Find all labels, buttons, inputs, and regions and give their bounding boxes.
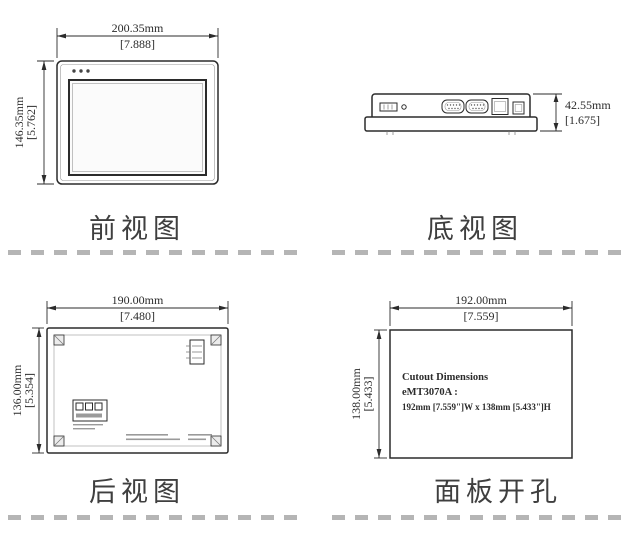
- dim-arrow: [376, 330, 382, 339]
- front-view-drawing: 200.35mm [7.888] 146.35mm [5.762]: [12, 21, 219, 185]
- cutout-width-dimension: 192.00mm [7.559]: [389, 293, 573, 326]
- cutout-view-label: 面板开孔: [434, 477, 562, 507]
- front-width-dimension: 200.35mm [7.888]: [56, 21, 219, 58]
- rear-height-mm: 136.00mm: [10, 364, 24, 416]
- dim-arrow: [209, 33, 218, 39]
- terminal-block: [186, 339, 205, 365]
- usb-port: [512, 101, 525, 115]
- rear-cover: [46, 327, 229, 454]
- rear-width-dimension: 190.00mm [7.480]: [46, 293, 229, 324]
- dim-arrow: [57, 33, 66, 39]
- section-divider: [8, 515, 306, 520]
- dim-arrow: [553, 94, 559, 102]
- serial-port-2: [465, 99, 489, 114]
- dim-arrow: [36, 328, 42, 337]
- rear-width-in: [7.480]: [120, 309, 155, 323]
- rear-width-mm: 190.00mm: [112, 293, 164, 307]
- dim-arrow: [41, 61, 47, 70]
- dim-arrow: [553, 123, 559, 131]
- rear-view-drawing: 190.00mm [7.480] 136.00mm [5.354]: [10, 293, 229, 454]
- power-terminal: [72, 399, 108, 430]
- status-led: [72, 69, 76, 73]
- cutout-note-line1: Cutout Dimensions: [402, 372, 488, 383]
- serial-port-1: [441, 99, 465, 114]
- dim-arrow: [41, 175, 47, 184]
- cutout-note-line2: eMT3070A :: [402, 387, 458, 398]
- rear-device: [46, 327, 229, 454]
- section-divider: [332, 250, 624, 255]
- cutout-view-drawing: 192.00mm [7.559] 138.00mm [5.433] Cutout…: [349, 293, 573, 459]
- bottom-view-label: 底视图: [427, 214, 523, 244]
- bottom-device: [364, 93, 538, 135]
- bottom-depth-mm: 42.55mm: [565, 98, 611, 112]
- status-led: [79, 69, 83, 73]
- dim-arrow: [390, 305, 399, 311]
- cutout-width-in: [7.559]: [464, 309, 499, 323]
- front-device: [56, 60, 219, 185]
- bottom-view-drawing: 42.55mm [1.675]: [364, 93, 611, 135]
- cutout-height-mm: 138.00mm: [349, 368, 363, 420]
- dim-arrow: [47, 305, 56, 311]
- cutout-outline: Cutout Dimensions eMT3070A : 192mm [7.55…: [389, 329, 573, 459]
- clip-slot: [386, 131, 516, 135]
- screw-hole: [401, 104, 407, 110]
- dim-arrow: [36, 444, 42, 453]
- bottom-depth-in: [1.675]: [565, 113, 600, 127]
- front-height-dimension: 146.35mm [5.762]: [12, 60, 54, 185]
- rear-view-label: 后视图: [89, 477, 185, 507]
- front-height-mm: 146.35mm: [12, 96, 26, 148]
- ethernet-port: [491, 98, 509, 115]
- front-bezel-profile: [364, 116, 538, 132]
- front-width-in: [7.888]: [120, 37, 155, 51]
- cutout-height-dimension: 138.00mm [5.433]: [349, 329, 387, 459]
- cutout-width-mm: 192.00mm: [455, 293, 507, 307]
- front-view-label: 前视图: [89, 214, 185, 244]
- front-height-in: [5.762]: [24, 105, 38, 140]
- dim-arrow: [376, 449, 382, 458]
- card-slot: [379, 102, 398, 112]
- front-screen: [68, 79, 207, 176]
- cutout-note-line3: 192mm [7.559"]W x 138mm [5.433"]H: [402, 402, 551, 412]
- rear-label-text-lines: [126, 434, 212, 441]
- cutout-height-in: [5.433]: [361, 377, 375, 412]
- rear-height-in: [5.354]: [22, 373, 36, 408]
- section-divider: [332, 515, 624, 520]
- front-width-mm: 200.35mm: [112, 21, 164, 35]
- rear-height-dimension: 136.00mm [5.354]: [10, 327, 44, 454]
- dim-arrow: [219, 305, 228, 311]
- dim-arrow: [563, 305, 572, 311]
- bottom-depth-dimension: 42.55mm [1.675]: [533, 93, 611, 132]
- status-led: [86, 69, 90, 73]
- section-divider: [8, 250, 306, 255]
